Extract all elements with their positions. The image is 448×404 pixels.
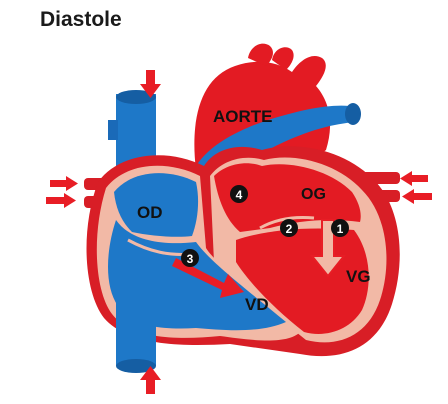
marker-4: 4: [230, 185, 248, 203]
label-aorte: AORTE: [213, 107, 273, 126]
svg-text:2: 2: [286, 222, 293, 236]
svg-text:4: 4: [236, 188, 243, 202]
marker-3: 3: [181, 249, 199, 267]
diagram-title: Diastole: [40, 8, 122, 32]
label-og: OG: [301, 186, 326, 203]
label-od: OD: [137, 203, 163, 222]
label-vg: VG: [346, 267, 371, 286]
label-vd: VD: [245, 295, 269, 314]
marker-2: 2: [280, 219, 298, 237]
inferior-vena-cava: [116, 296, 156, 373]
inflow-arrows-left: [46, 176, 78, 208]
svg-text:1: 1: [337, 222, 344, 236]
inflow-arrows-right: [400, 171, 432, 204]
svg-text:3: 3: [187, 252, 194, 266]
marker-1: 1: [331, 219, 349, 237]
